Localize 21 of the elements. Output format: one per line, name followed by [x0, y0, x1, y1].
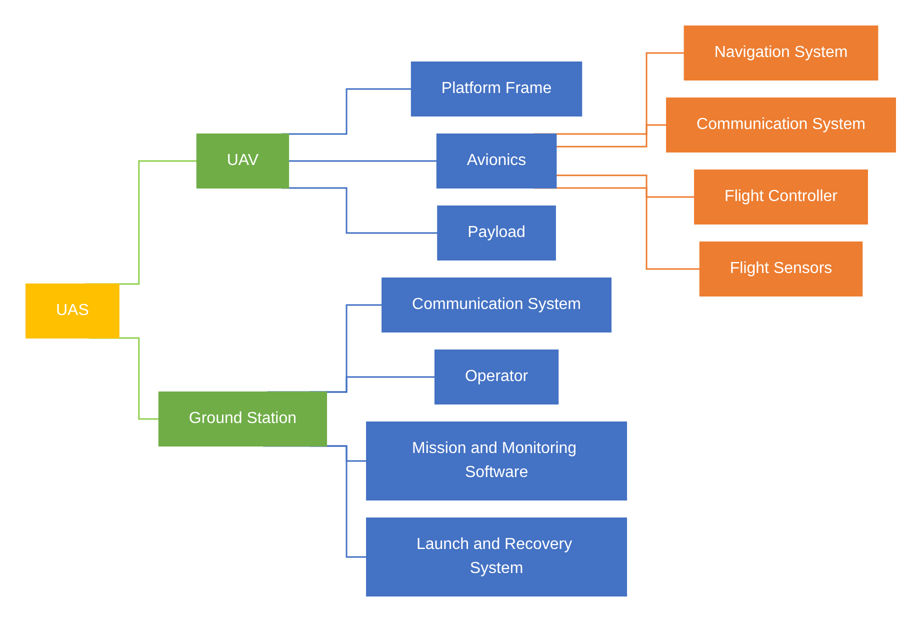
connector	[534, 186, 701, 270]
connector	[263, 444, 368, 558]
connector	[556, 124, 668, 147]
node-box: Flight Sensors	[700, 241, 863, 296]
node-box: Navigation System	[684, 25, 878, 80]
node-box: UAS	[26, 283, 120, 338]
connector	[89, 336, 160, 420]
connector	[288, 160, 438, 162]
node-box: Launch and Recovery System	[366, 517, 628, 596]
node-box: Ground Station	[158, 391, 328, 446]
node-box: Operator	[434, 349, 559, 404]
node-box: Communication System	[666, 97, 896, 152]
node-box: Flight Controller	[694, 169, 868, 224]
node-box: Platform Frame	[411, 61, 582, 116]
connector	[556, 174, 696, 198]
connector	[282, 186, 439, 234]
node-box: Mission and Monitoring Software	[366, 421, 628, 500]
node-box: Payload	[437, 205, 556, 260]
node-box: Communication System	[382, 277, 612, 332]
node-box: Avionics	[436, 133, 557, 188]
node-box: UAV	[196, 133, 290, 188]
